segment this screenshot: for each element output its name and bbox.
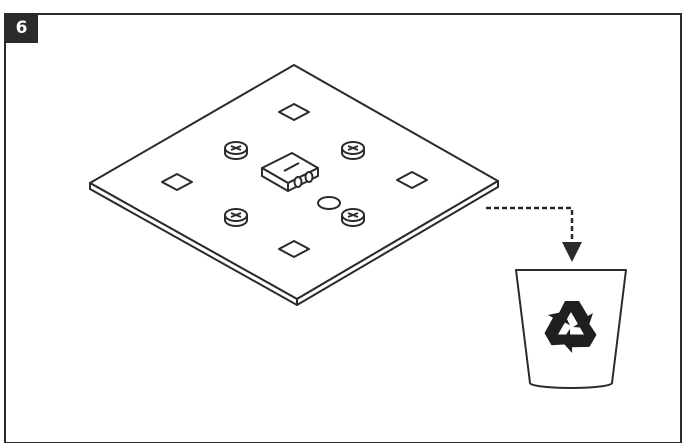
recycle-symbol-icon [544, 301, 597, 354]
screw-icon [341, 208, 365, 227]
screw-icon [224, 141, 248, 160]
adhesive-pad-icon [278, 103, 310, 121]
screw-icon [224, 208, 248, 227]
panel-border [4, 13, 682, 443]
adhesive-pad-icon [161, 173, 193, 191]
adhesive-pad-icon [278, 240, 310, 258]
step-number-badge: 6 [5, 14, 38, 43]
adhesive-pad-icon [396, 171, 428, 189]
arrow-icon [486, 206, 582, 262]
center-hole [317, 196, 341, 210]
cable-clip [261, 152, 319, 192]
recycle-bin-icon [515, 269, 627, 389]
screw-icon [341, 141, 365, 160]
